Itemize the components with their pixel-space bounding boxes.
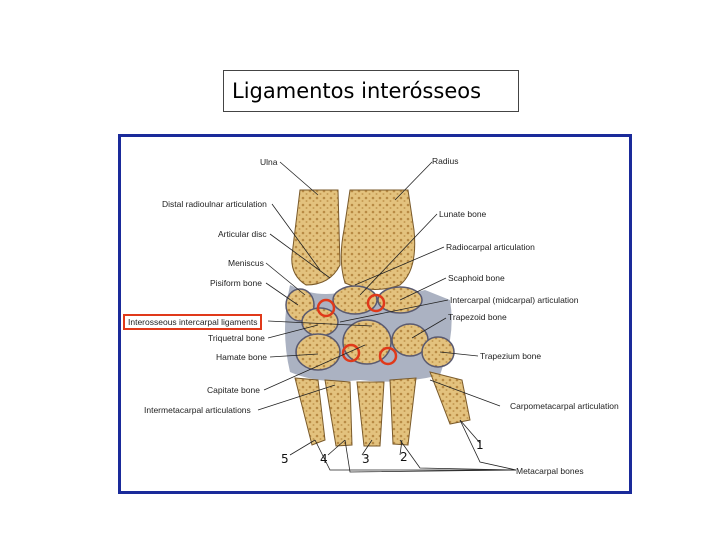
metacarpal-number-2: 2 <box>400 450 408 464</box>
metacarpal-3 <box>356 381 385 447</box>
leader-lines <box>257 161 517 473</box>
metacarpal-number-5: 5 <box>281 452 289 466</box>
label-metacarpal: Metacarpal bones <box>516 466 584 476</box>
metacarpal-4 <box>324 379 353 447</box>
metacarpal-5 <box>294 377 326 446</box>
label-articular-disc: Articular disc <box>218 229 267 239</box>
metacarpal-number-1: 1 <box>476 438 484 452</box>
ligament-highlight-2 <box>366 293 386 313</box>
metacarpal-1 <box>429 371 471 425</box>
label-triquetral: Triquetral bone <box>208 333 265 343</box>
metacarpal-number-4: 4 <box>320 452 328 466</box>
label-carpometacarpal: Carpometacarpal articulation <box>510 401 619 411</box>
label-lunate: Lunate bone <box>439 209 487 219</box>
radius-bone <box>340 189 416 290</box>
ulna-bone <box>291 189 341 286</box>
label-interosseous-highlighted: Interosseous intercarpal ligaments <box>123 314 263 330</box>
label-intercarpal: Intercarpal (midcarpal) articulation <box>450 295 579 305</box>
trapezium-bone-shape <box>421 336 455 368</box>
label-hamate: Hamate bone <box>216 352 268 362</box>
label-scaphoid: Scaphoid bone <box>448 273 505 283</box>
hamate-bone-shape <box>295 333 341 371</box>
label-ulna: Ulna <box>260 157 278 167</box>
label-meniscus: Meniscus <box>228 258 264 268</box>
ligament-highlight-3 <box>341 343 361 363</box>
metacarpal-number-3: 3 <box>362 452 370 466</box>
label-trapezoid: Trapezoid bone <box>448 312 507 322</box>
label-pisiform: Pisiform bone <box>210 278 262 288</box>
label-radiocarpal: Radiocarpal articulation <box>446 242 535 252</box>
slide-title: Ligamentos interósseos <box>223 70 519 112</box>
label-trapezium: Trapezium bone <box>480 351 542 361</box>
label-radius: Radius <box>432 156 459 166</box>
label-capitate: Capitate bone <box>207 385 260 395</box>
ligament-highlight-4 <box>378 346 398 366</box>
lunate-bone-shape <box>332 285 378 315</box>
metacarpal-2 <box>389 377 417 446</box>
capitate-bone-shape <box>342 319 392 365</box>
ligament-highlight-1 <box>316 298 336 318</box>
label-distal-radioulnar: Distal radioulnar articulation <box>162 199 267 209</box>
label-intermetacarpal: Intermetacarpal articulations <box>144 405 251 415</box>
